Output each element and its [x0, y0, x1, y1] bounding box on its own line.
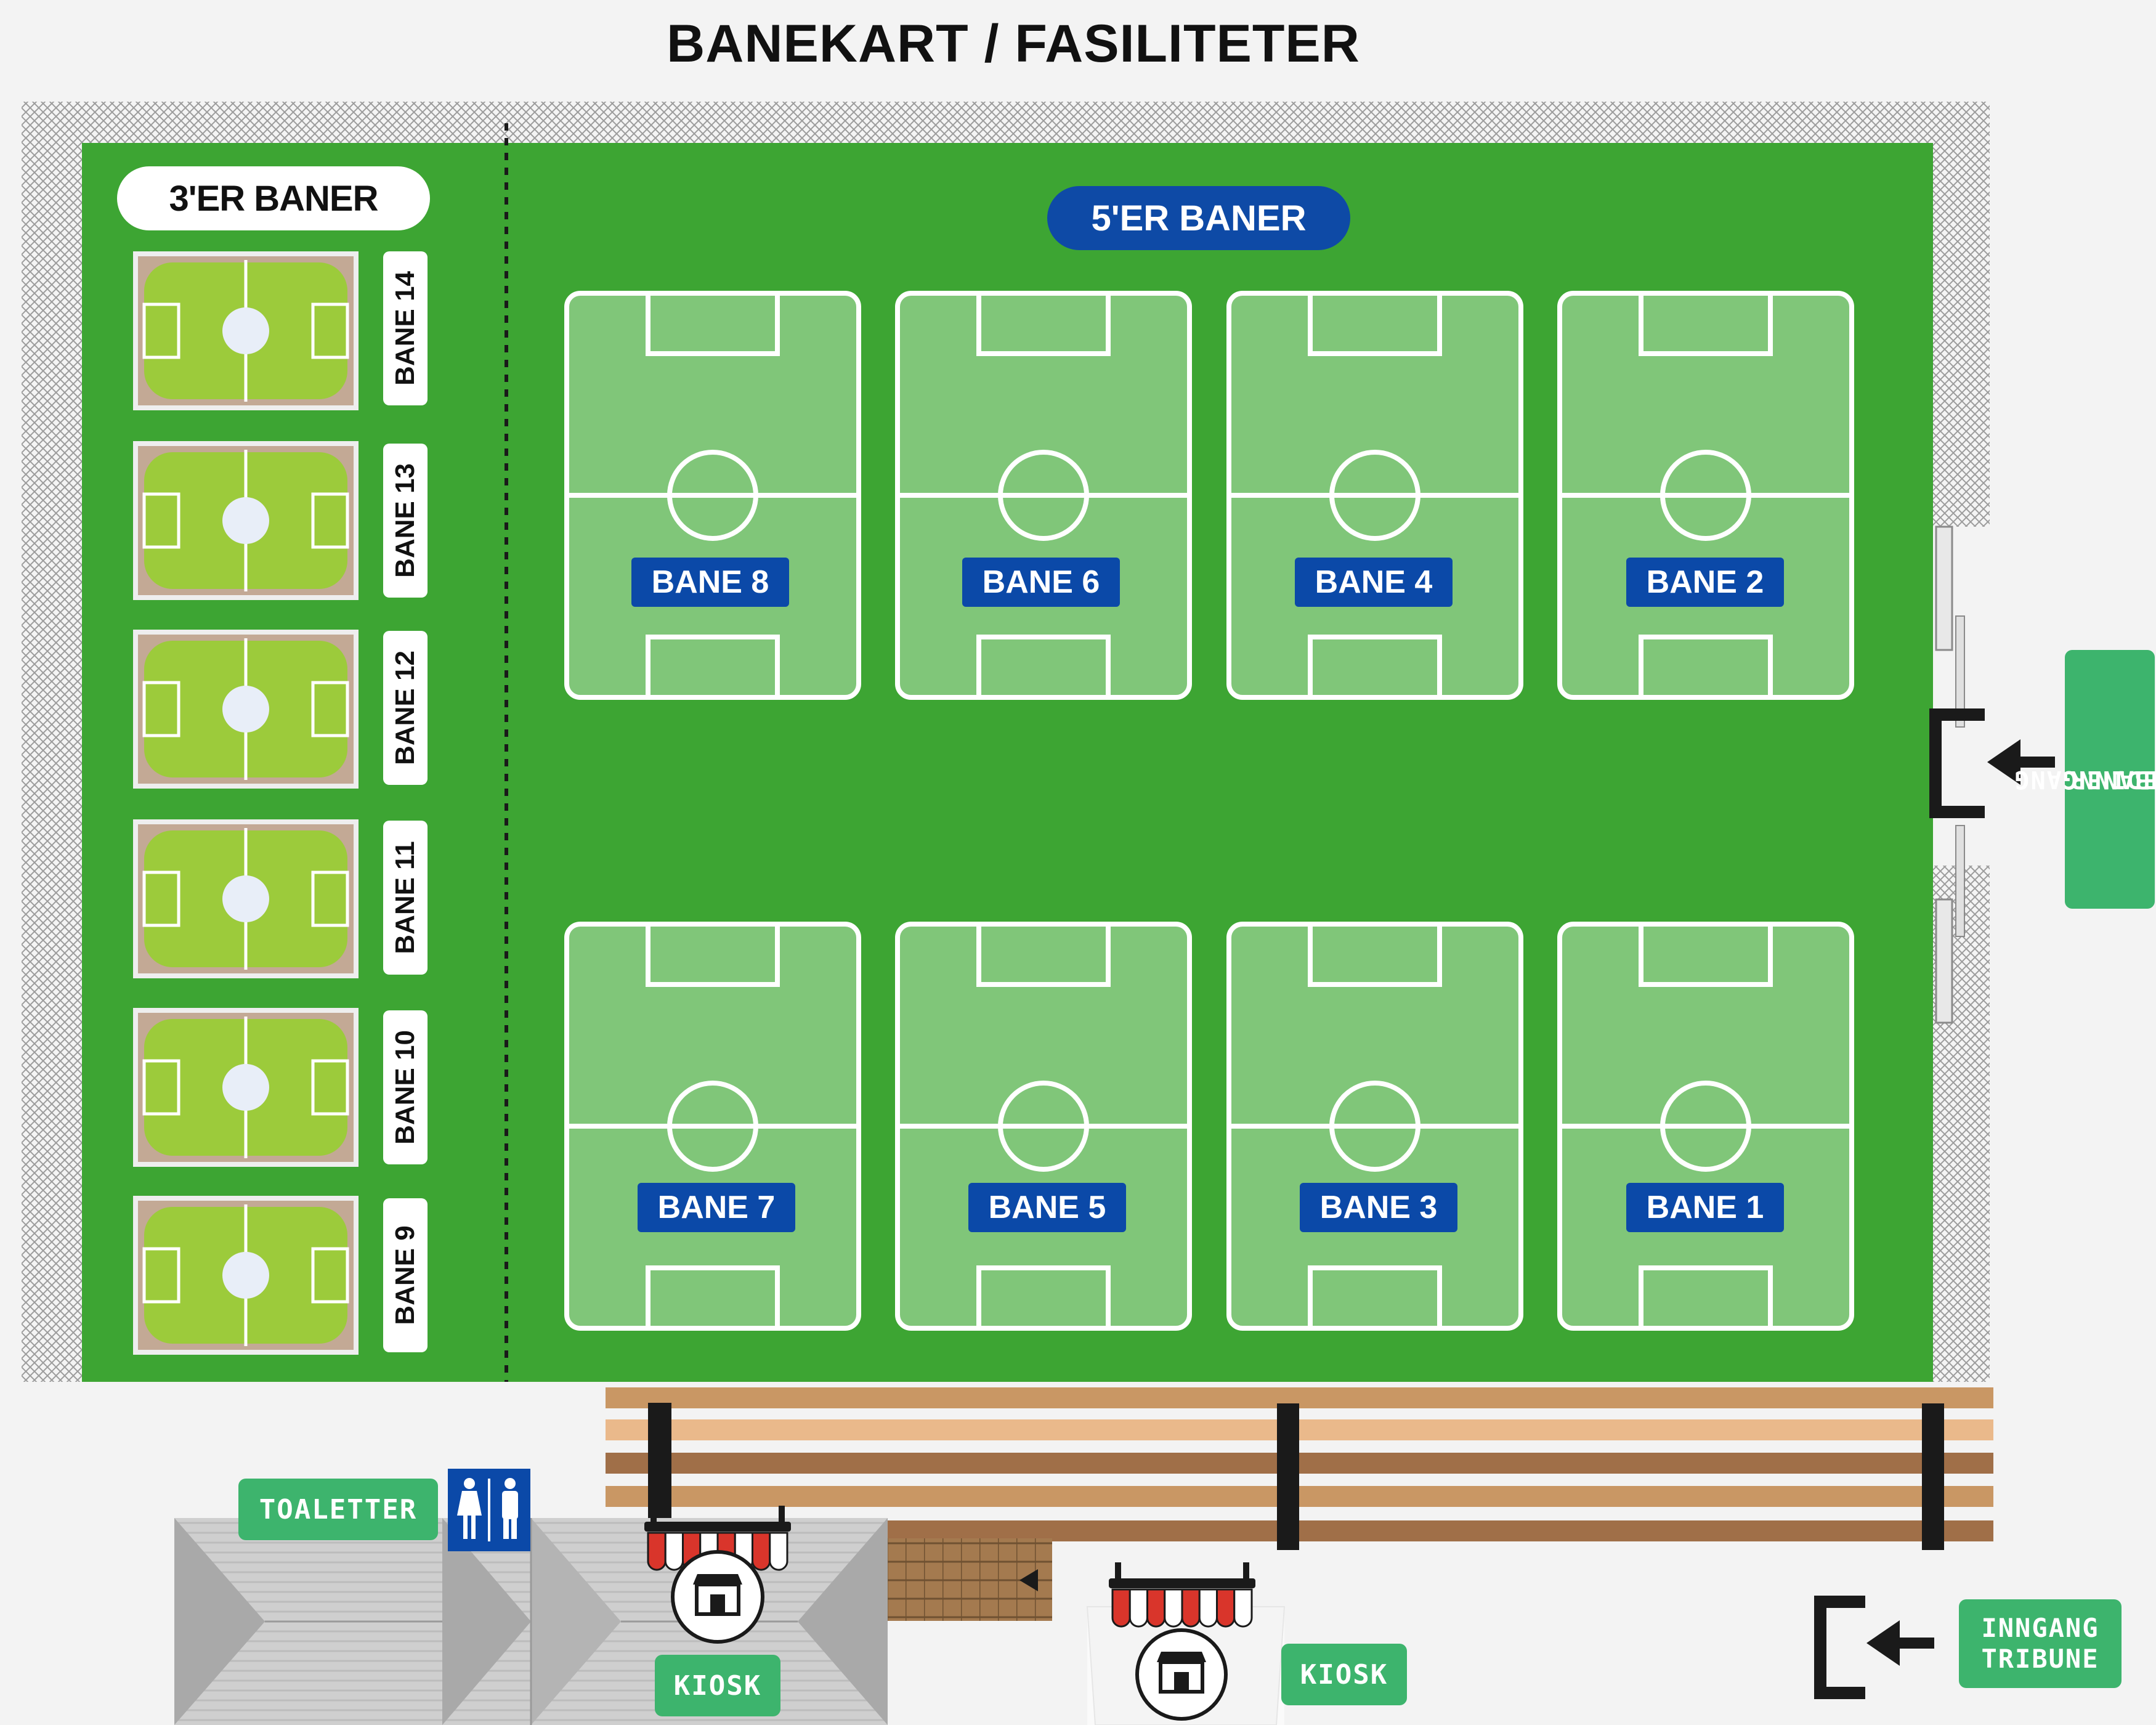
pitch-label: BANE 7 — [638, 1183, 795, 1232]
main-entrance-line2: BANER — [2069, 765, 2150, 794]
small-pitch-label-text: BANE 11 — [390, 841, 420, 954]
small-pitch-label-text: BANE 13 — [390, 463, 420, 578]
large-pitch — [1557, 922, 1854, 1331]
main-entrance-label: HOVEDINNGANG BANER — [2014, 650, 2156, 909]
fence — [22, 102, 1990, 1382]
shop-icon — [671, 1550, 764, 1644]
large-pitch — [1557, 291, 1854, 700]
small-pitch — [133, 630, 359, 789]
small-pitch-label-text: BANE 14 — [390, 271, 420, 386]
pitch-label: BANE 6 — [962, 558, 1120, 607]
small-pitches — [133, 251, 359, 1355]
zone-title-3er: 3'ER BANER — [117, 166, 430, 230]
small-pitch-label: BANE 13 — [383, 444, 428, 598]
small-pitch-label: BANE 9 — [383, 1198, 428, 1352]
pitch-label: BANE 1 — [1626, 1183, 1784, 1232]
small-pitch — [133, 1008, 359, 1167]
large-pitch — [1226, 922, 1523, 1331]
pitch-label: BANE 8 — [631, 558, 789, 607]
small-pitch — [133, 1196, 359, 1355]
gate — [1935, 526, 1965, 1024]
stand-entrance-arrow-icon — [1814, 1596, 1934, 1699]
stand-entrance-line2: TRIBUNE — [1981, 1644, 2099, 1674]
main-entrance-arrow-icon — [1929, 708, 2055, 818]
zone-title-5er: 5'ER BANER — [1047, 186, 1350, 250]
kiosk-label: KIOSK — [655, 1655, 780, 1716]
page-title: BANEKART / FASILITETER — [667, 14, 1360, 73]
large-pitch — [564, 291, 861, 700]
pitch-label: BANE 3 — [1300, 1183, 1457, 1232]
pitch-label: BANE 4 — [1295, 558, 1453, 607]
small-pitch-label: BANE 14 — [383, 251, 428, 405]
small-pitch-label-text: BANE 12 — [390, 651, 420, 765]
awning-icon — [1109, 1562, 1255, 1628]
large-pitch — [895, 291, 1192, 700]
stand-entrance-line1: INNGANG — [1981, 1613, 2099, 1643]
shop-icon — [1135, 1628, 1228, 1721]
small-pitch-label-text: BANE 10 — [390, 1030, 420, 1145]
small-pitch-label: BANE 10 — [383, 1010, 428, 1164]
large-pitch — [564, 922, 861, 1331]
large-pitch — [1226, 291, 1523, 700]
small-pitch-label-text: BANE 9 — [390, 1225, 420, 1325]
small-pitch-label: BANE 11 — [383, 821, 428, 975]
small-pitch-label: BANE 12 — [383, 631, 428, 785]
toilet-icon — [448, 1469, 530, 1551]
large-pitch — [895, 922, 1192, 1331]
stairs — [886, 1538, 1052, 1621]
pitch-label: BANE 5 — [968, 1183, 1126, 1232]
small-pitch — [133, 251, 359, 410]
small-pitch — [133, 819, 359, 978]
toilets-label: TOALETTER — [238, 1479, 438, 1540]
kiosk-label: KIOSK — [1281, 1644, 1407, 1705]
pitch-label: BANE 2 — [1626, 558, 1784, 607]
small-pitch — [133, 441, 359, 600]
stand-entrance-label: INNGANG TRIBUNE — [1959, 1599, 2122, 1688]
